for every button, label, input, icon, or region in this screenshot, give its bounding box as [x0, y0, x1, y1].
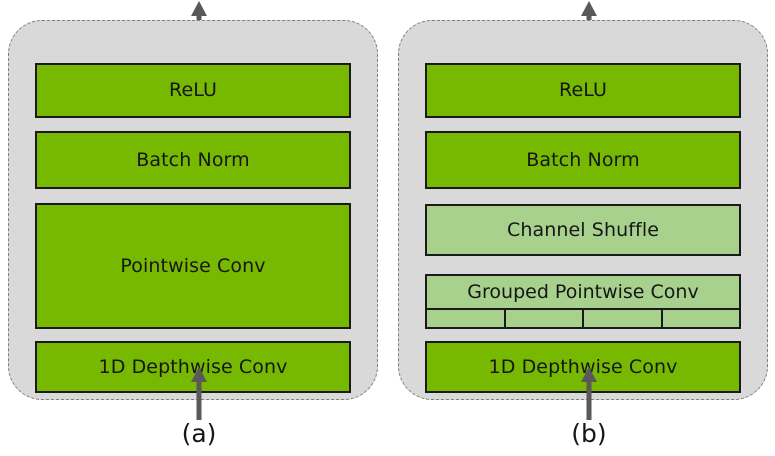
layer-channel-shuffle-b[interactable]: Channel Shuffle	[425, 204, 741, 256]
block-a-container: ReLU Batch Norm Pointwise Conv 1D Depthw…	[8, 20, 378, 400]
conv-group-cell	[506, 310, 584, 327]
input-arrow-b	[578, 366, 600, 420]
layer-label: ReLU	[559, 79, 607, 101]
layer-relu-a[interactable]: ReLU	[35, 63, 351, 118]
layer-pointwise-conv-a[interactable]: Pointwise Conv	[35, 203, 351, 329]
layer-depthwise-conv-b[interactable]: 1D Depthwise Conv	[425, 341, 741, 393]
conv-group-cell	[663, 310, 740, 327]
layer-batch-norm-b[interactable]: Batch Norm	[425, 131, 741, 189]
layer-depthwise-conv-a[interactable]: 1D Depthwise Conv	[35, 341, 351, 393]
layer-label: Pointwise Conv	[120, 254, 266, 277]
conv-group-cell	[584, 310, 663, 327]
conv-group-cell	[427, 310, 506, 327]
layer-label: 1D Depthwise Conv	[98, 355, 288, 378]
layer-batch-norm-a[interactable]: Batch Norm	[35, 131, 351, 189]
block-b-container: ReLU Batch Norm Channel Shuffle Grouped …	[398, 20, 768, 400]
block-b-layer-stack: ReLU Batch Norm Channel Shuffle Grouped …	[425, 41, 741, 393]
conv-group-cells	[427, 310, 739, 327]
block-a-layer-stack: ReLU Batch Norm Pointwise Conv 1D Depthw…	[35, 41, 351, 393]
layer-label-row: Grouped Pointwise Conv	[427, 276, 739, 310]
caption-b: (b)	[571, 419, 607, 448]
layer-grouped-pointwise-conv-b[interactable]: Grouped Pointwise Conv	[425, 274, 741, 329]
layer-label: ReLU	[169, 79, 217, 101]
layer-label: Channel Shuffle	[506, 218, 660, 241]
layer-label: Batch Norm	[526, 148, 640, 171]
layer-relu-b[interactable]: ReLU	[425, 63, 741, 118]
caption-a: (a)	[181, 419, 217, 448]
layer-label: 1D Depthwise Conv	[488, 355, 678, 378]
input-arrow-a	[188, 366, 210, 420]
layer-label: Grouped Pointwise Conv	[467, 280, 699, 303]
layer-label: Batch Norm	[136, 148, 250, 171]
